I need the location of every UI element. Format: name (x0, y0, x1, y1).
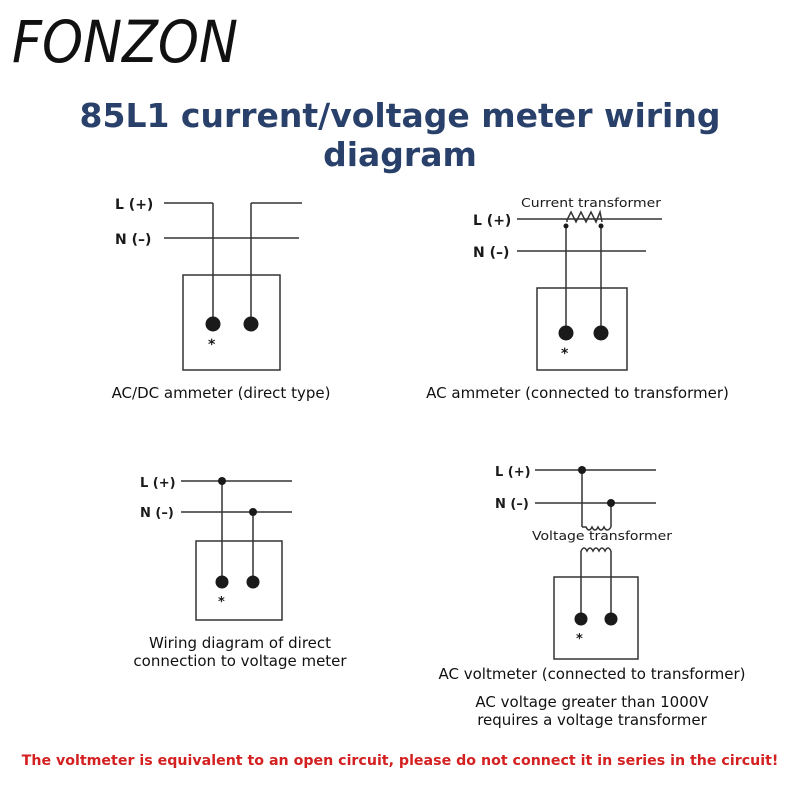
junction-dot (578, 466, 586, 474)
label-l-plus: L (+) (473, 213, 511, 229)
note-voltage-line1: AC voltage greater than 1000V (475, 693, 709, 711)
label-l-plus: L (+) (495, 465, 531, 480)
terminal-2 (604, 612, 618, 626)
fonzon-logo: FONZON (12, 8, 238, 70)
caption-direct-voltage-line1: Wiring diagram of direct (148, 634, 332, 652)
note-voltage-line2: requires a voltage transformer (477, 711, 707, 729)
caption-ac-voltmeter-transformer: AC voltmeter (connected to transformer) (438, 665, 746, 683)
caption-ac-ammeter-transformer: AC ammeter (connected to transformer) (426, 384, 729, 402)
terminal-2 (593, 325, 609, 341)
polarity-star: * (208, 337, 216, 353)
label-n-minus: N (–) (140, 506, 174, 521)
junction-dot (218, 477, 226, 485)
meter-box (195, 540, 283, 621)
vt-secondary-coil (580, 547, 612, 553)
terminal-1 (574, 612, 588, 626)
polarity-star: * (218, 595, 225, 610)
terminal-1 (205, 316, 221, 332)
logo-text: FONZON (12, 8, 238, 70)
polarity-star: * (576, 632, 583, 647)
page-title: 85L1 current/voltage meter wiring diagra… (79, 96, 721, 174)
diagram-direct-voltage (181, 480, 292, 621)
terminal-2 (246, 575, 260, 589)
caption-direct-voltage-line2: connection to voltage meter (133, 652, 347, 670)
diagram-ac-voltmeter-transformer (535, 469, 656, 660)
label-current-transformer: Current transformer (521, 195, 662, 210)
terminal-2 (243, 316, 259, 332)
label-l-plus: L (+) (115, 197, 153, 213)
label-n-minus: N (–) (115, 232, 151, 248)
meter-box (553, 576, 639, 660)
junction-dot (607, 499, 615, 507)
label-l-plus: L (+) (140, 476, 176, 491)
vt-primary-coil (582, 525, 612, 531)
meter-box (182, 274, 281, 371)
terminal-1 (558, 325, 574, 341)
current-transformer-coil (566, 209, 603, 224)
meter-box (536, 287, 628, 371)
caption-ac-dc-ammeter: AC/DC ammeter (direct type) (111, 384, 331, 402)
junction-dot (563, 223, 569, 229)
label-n-minus: N (–) (495, 497, 529, 512)
terminal-1 (215, 575, 229, 589)
warning-text: The voltmeter is equivalent to an open c… (21, 753, 779, 769)
diagram-ac-ammeter-transformer (517, 209, 662, 371)
polarity-star: * (561, 346, 569, 362)
junction-dot (598, 223, 604, 229)
label-voltage-transformer: Voltage transformer (532, 528, 673, 543)
label-n-minus: N (–) (473, 245, 509, 261)
junction-dot (249, 508, 257, 516)
diagram-ac-dc-ammeter (164, 202, 302, 371)
